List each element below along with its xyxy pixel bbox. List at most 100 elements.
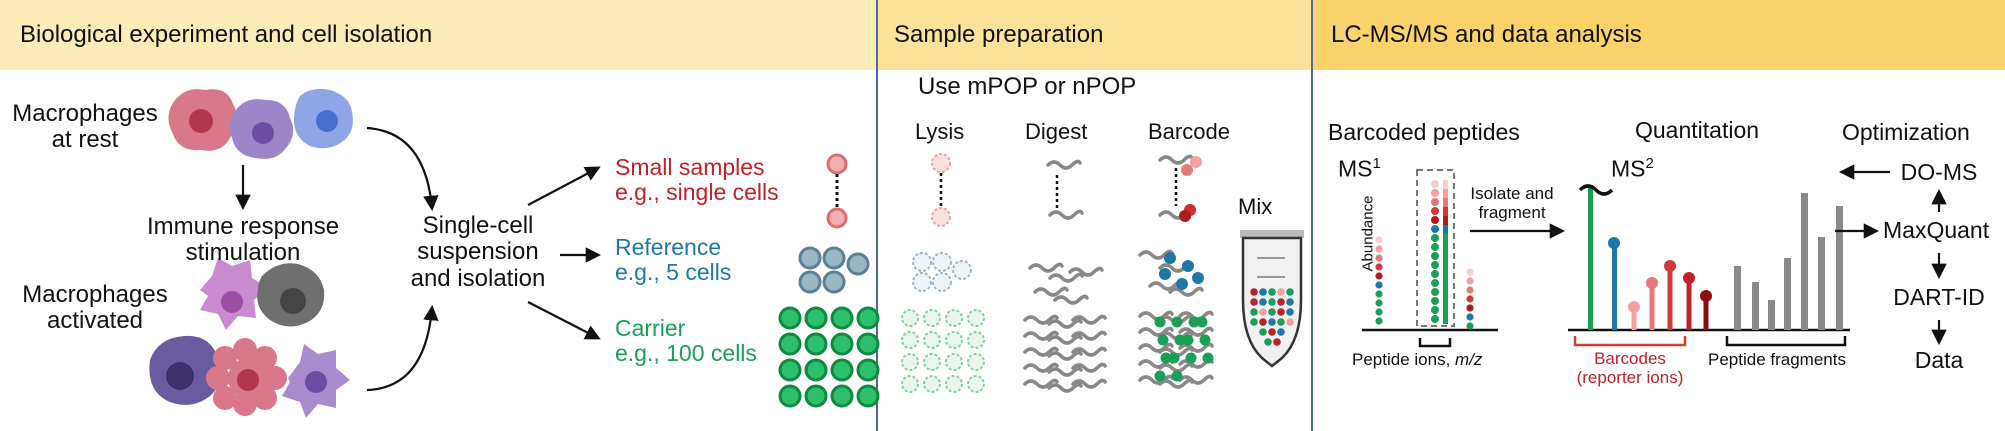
reporter-ion-tip — [1646, 277, 1658, 289]
barcode-tag — [1164, 252, 1176, 264]
mixed-peptide-dot — [1259, 298, 1267, 306]
barcode-tag — [1176, 278, 1188, 290]
ms1-ion-bar — [1443, 279, 1448, 288]
mixed-peptide-dot — [1250, 308, 1258, 316]
peptide-strand — [1071, 314, 1107, 325]
ms1-ion-dot — [1431, 189, 1439, 197]
ms1-ion-bar — [1443, 297, 1448, 306]
peptide-strand — [1048, 209, 1084, 220]
mix-tube-icon — [1240, 230, 1304, 368]
ms1-ion-dot — [1431, 180, 1439, 188]
lysed-carrier-cell — [923, 375, 941, 393]
fragment-ion-bar — [1836, 206, 1843, 330]
carrier-cell — [830, 358, 854, 382]
carrier-cell — [856, 358, 880, 382]
mixed-peptide-dot — [1277, 308, 1285, 316]
ms1-ion-dot — [1466, 304, 1474, 312]
carrier-cell — [778, 332, 802, 356]
ms1-ion-dot — [1466, 295, 1474, 303]
ms1-ion-bar — [1443, 180, 1448, 189]
fragment-squiggle — [1578, 184, 1614, 196]
fragment-ion-bar — [1768, 300, 1775, 330]
abundance-axis-label: Abundance — [1359, 195, 1377, 272]
peptide-strand — [1138, 342, 1174, 353]
carrier-cell — [804, 384, 828, 408]
mixed-peptide-dot — [1250, 288, 1258, 296]
ms1-ion-dot — [1466, 277, 1474, 285]
ms1-ion-bar — [1443, 243, 1448, 252]
carrier-cell — [778, 306, 802, 330]
ms1-ion-bar — [1443, 270, 1448, 279]
barcode-tag — [1171, 370, 1183, 382]
section-header-biology: Biological experiment and cell isolation — [0, 0, 876, 70]
ms1-ion-dot — [1431, 306, 1439, 314]
barcode-tag — [1179, 210, 1191, 222]
ms1-ion-dot — [1431, 252, 1439, 260]
mixed-peptide-dot — [1277, 328, 1285, 336]
reporter-ion-tip — [1664, 260, 1676, 272]
ms1-ion-dot — [1375, 308, 1383, 316]
lysed-carrier-cell — [967, 309, 985, 327]
carrier-cell — [856, 306, 880, 330]
peptide-strand — [1168, 286, 1204, 297]
barcodes-label: Barcodes(reporter ions) — [1576, 349, 1684, 387]
peptide-ions-axis-label: Peptide ions, m/z — [1352, 350, 1483, 369]
peptide-strand — [1023, 362, 1059, 373]
ms1-ion-dot — [1375, 317, 1383, 325]
ms1-ion-dot — [1431, 207, 1439, 215]
ms1-ion-dot — [1466, 322, 1474, 330]
section-title-prep: Sample preparation — [894, 21, 1104, 48]
ms1-ion-dot — [1431, 216, 1439, 224]
fragment-ion-bar — [1818, 237, 1825, 330]
lysed-carrier-cell — [945, 353, 963, 371]
mixed-peptide-dot — [1273, 338, 1281, 346]
lysed-carrier-cell — [923, 331, 941, 349]
section-title-lcms: LC-MS/MS and data analysis — [1331, 21, 1642, 48]
reporter-ion-bar — [1612, 243, 1617, 330]
reporter-ion-bar — [1649, 283, 1655, 330]
barcode-tag — [1196, 316, 1208, 328]
ms1-ion-dot — [1431, 288, 1439, 296]
reporter-ion-bar — [1588, 185, 1593, 330]
ms1-ion-dot — [1375, 281, 1383, 289]
ms1-ion-dot — [1431, 198, 1439, 206]
mixed-peptide-dot — [1268, 298, 1276, 306]
fragment-ion-bar — [1784, 258, 1791, 330]
lysed-carrier-cell — [945, 309, 963, 327]
lysed-carrier-cell — [967, 353, 985, 371]
ms1-ion-bar — [1443, 234, 1448, 243]
mixed-peptide-dot — [1259, 328, 1267, 336]
peptide-strand — [1138, 374, 1174, 385]
lysed-carrier-cell — [967, 331, 985, 349]
peptide-strand — [1023, 314, 1059, 325]
tool-data: Data — [1914, 347, 1964, 373]
ms1-ion-dot — [1375, 272, 1383, 280]
ms1-ion-dot — [1375, 254, 1383, 262]
lysed-carrier-cell — [901, 331, 919, 349]
carrier-cell — [856, 384, 880, 408]
peptide-strand — [1068, 266, 1104, 277]
peptide-strand — [1023, 378, 1059, 389]
ms1-ion-dot — [1431, 234, 1439, 242]
barcode-tag — [1190, 156, 1202, 168]
peptide-strand — [1158, 378, 1194, 389]
ms1-ion-dot — [1431, 279, 1439, 287]
lysed-carrier-cell — [901, 309, 919, 327]
peptide-strand — [1048, 272, 1084, 283]
peptide-strand — [1047, 334, 1083, 345]
peptide-strand — [1071, 378, 1107, 389]
ms1-ion-dot — [1466, 313, 1474, 321]
ms1-ion-dot — [1431, 261, 1439, 269]
section-header-lcms: LC-MS/MS and data analysis — [1313, 0, 2005, 70]
fragment-ion-bar — [1752, 282, 1759, 330]
peptide-strand — [1023, 346, 1059, 357]
mixed-peptide-dot — [1268, 328, 1276, 336]
barcode-tag — [1159, 268, 1171, 280]
ms1-ion-dot — [1431, 243, 1439, 251]
lysed-carrier-cell — [967, 375, 985, 393]
reporter-ion-tip — [1683, 272, 1695, 284]
peptide-strand — [1178, 374, 1214, 385]
